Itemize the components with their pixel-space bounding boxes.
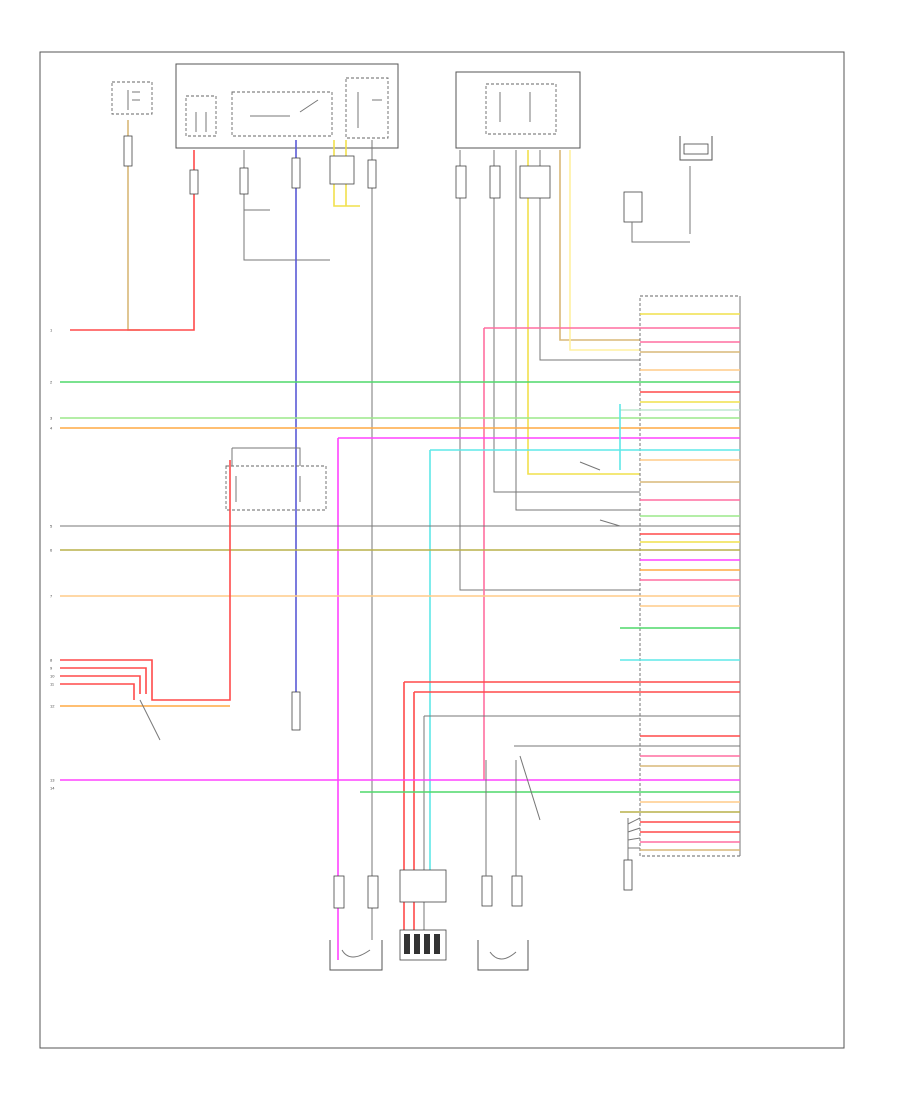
left-pin-number: 5 (50, 524, 53, 529)
wire-darkgray-center-2 (493, 150, 640, 493)
component-bottom-connector-3 (477, 875, 529, 971)
wire-ground-bus (627, 817, 641, 880)
left-pin-number: 7 (50, 594, 53, 599)
diagram-border (39, 51, 845, 1049)
wire-gray-ground (243, 150, 330, 261)
pcm-stub-wires (640, 313, 740, 851)
left-pin-number: 11 (50, 682, 55, 687)
left-pin-number: 1 (50, 328, 53, 333)
component-middle-relay (225, 447, 327, 511)
wire-red-2b (413, 691, 740, 930)
left-pin-number: 13 (50, 778, 55, 783)
wire-gray-center-3 (515, 150, 640, 511)
wire-red-2a (403, 681, 740, 930)
pcm-connector (639, 295, 741, 857)
wire-olive-center (569, 150, 640, 351)
component-top-left-relay (111, 81, 153, 115)
wire-gray-center-4 (539, 150, 640, 361)
component-bottom-connector-1 (329, 875, 383, 971)
left-pin-number: 14 (50, 786, 55, 791)
wire-gray-center-1 (459, 150, 640, 591)
wire-cyan-1 (429, 449, 740, 880)
component-bottom-connector-2 (399, 869, 447, 961)
left-pin-number: 3 (50, 416, 53, 421)
left-pin-number: 6 (50, 548, 53, 553)
wire-magenta-1 (337, 437, 740, 960)
wire-yellow-center (527, 150, 640, 475)
left-pin-number: 8 (50, 658, 53, 663)
component-top-center-module (455, 71, 581, 149)
wire-gray-3 (423, 715, 740, 930)
wire-red-top-left (70, 150, 195, 331)
component-top-right-sensor (623, 136, 713, 243)
left-pin-number: 10 (50, 674, 55, 679)
left-pin-number: 12 (50, 704, 55, 709)
wire-pink-1 (483, 327, 740, 780)
component-fuse-box (175, 63, 399, 149)
wire-tan-center (559, 150, 640, 341)
left-pin-number: 9 (50, 666, 53, 671)
left-pin-number: 2 (50, 380, 53, 385)
callout-leaders (139, 461, 621, 821)
left-red-bundle (60, 460, 231, 707)
left-pin-number: 4 (50, 426, 53, 431)
